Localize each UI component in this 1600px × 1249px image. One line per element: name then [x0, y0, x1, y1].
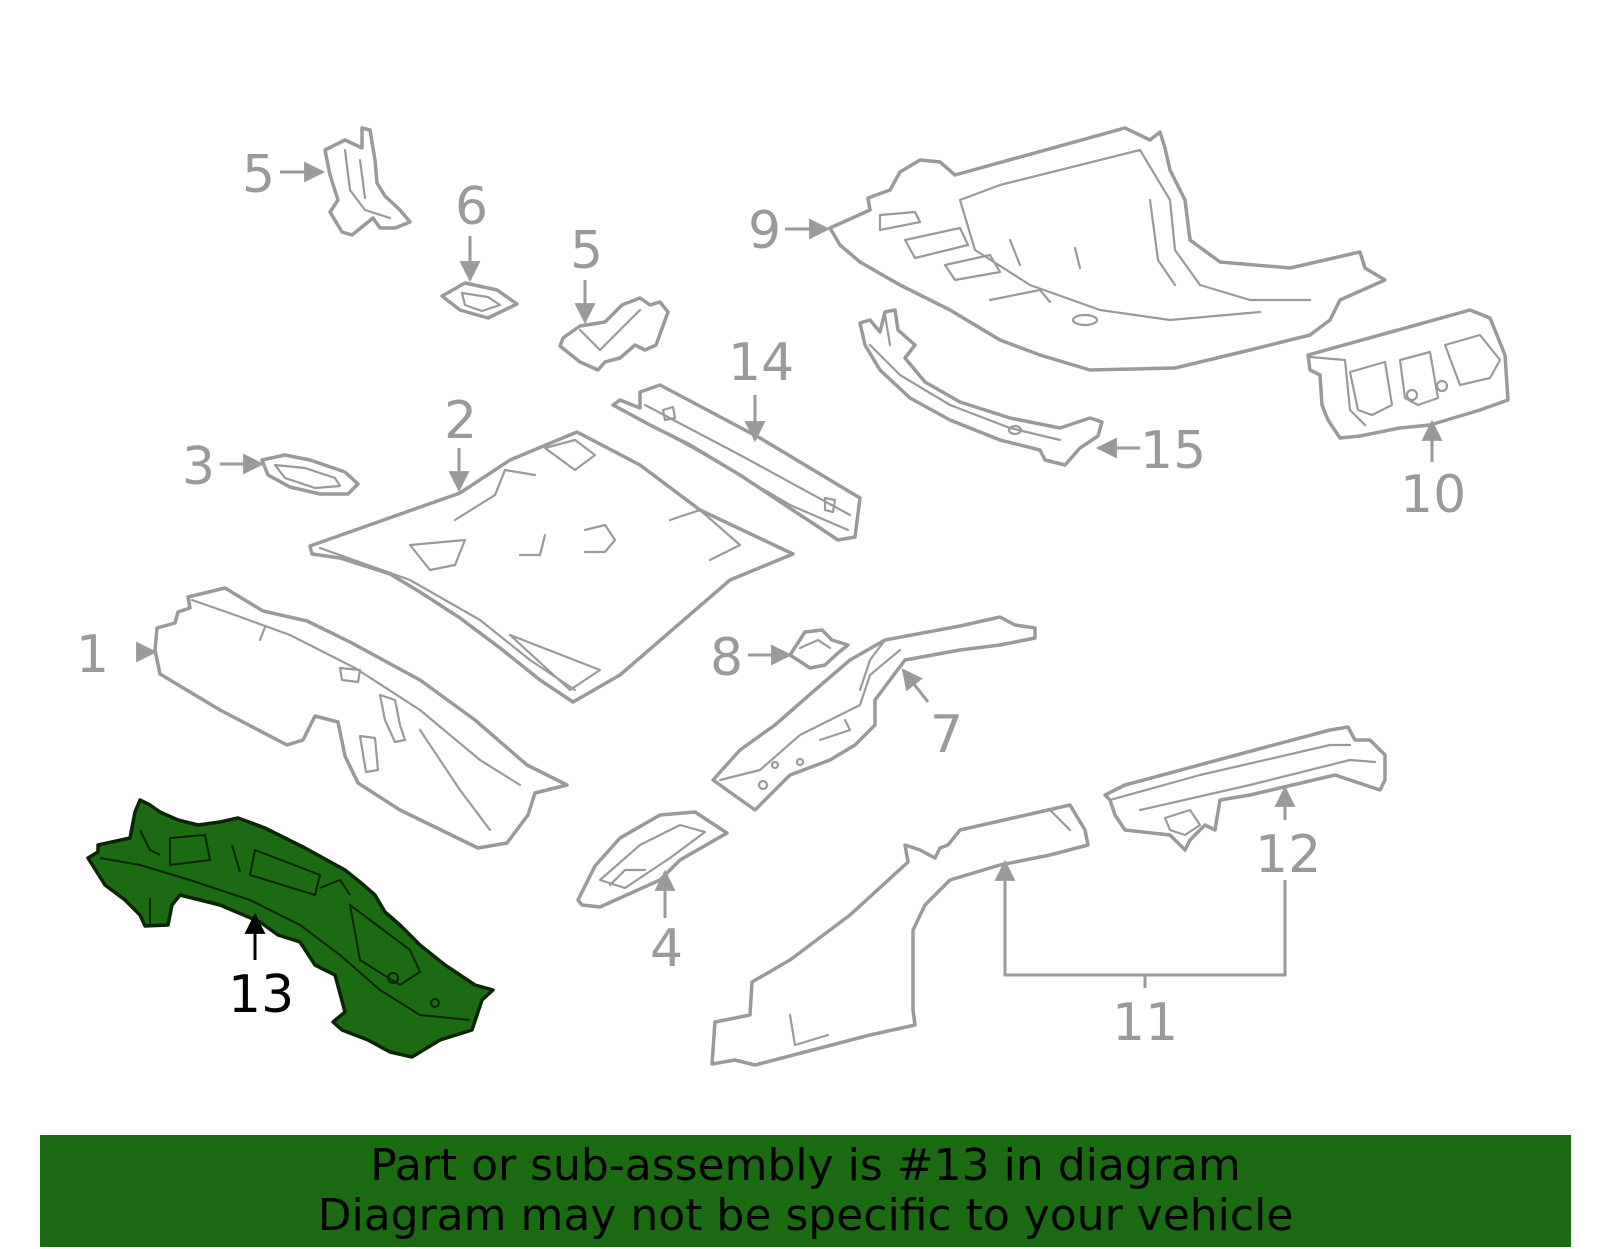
callout-10: 10	[1400, 465, 1466, 525]
banner-line-disclaimer: Diagram may not be specific to your vehi…	[317, 1190, 1294, 1241]
part-2-rear-floor-pan[interactable]	[308, 430, 795, 704]
leader-lines	[136, 161, 1443, 988]
part-4-bracket[interactable]	[576, 810, 729, 909]
callout-8: 8	[710, 628, 743, 688]
callout-3: 3	[182, 437, 215, 497]
callout-13: 13	[228, 965, 294, 1025]
part-1-front-floor-pan[interactable]	[153, 586, 569, 850]
part-8-bracket[interactable]	[788, 628, 850, 670]
part-12-side-member[interactable]	[1103, 725, 1387, 852]
part-13-highlighted-member[interactable]	[86, 798, 495, 1059]
callout-2: 2	[444, 391, 477, 451]
callout-15: 15	[1140, 421, 1206, 481]
part-11-wheelhouse[interactable]	[710, 803, 1090, 1067]
callout-11: 11	[1112, 993, 1178, 1053]
callout-4: 4	[650, 919, 683, 979]
part-6-plate[interactable]	[440, 281, 519, 320]
callout-12: 12	[1255, 825, 1321, 885]
parts-diagram: 1 2 3 4 5 5 6 7 8 9 10 11 12 13 14 15	[76, 126, 1510, 1067]
callout-5-upper: 5	[242, 145, 275, 205]
part-15-crossmember[interactable]	[858, 308, 1104, 467]
part-14-crossmember[interactable]	[611, 383, 862, 542]
callout-6: 6	[455, 177, 488, 237]
callout-14: 14	[728, 333, 794, 393]
callout-5-middle: 5	[570, 221, 603, 281]
part-5-bracket-middle[interactable]	[558, 296, 670, 372]
part-9-rear-floor-pan[interactable]	[828, 126, 1387, 372]
callout-1: 1	[76, 625, 109, 685]
banner-line-part: Part or sub-assembly is #13 in diagram	[370, 1140, 1241, 1191]
part-7-side-member[interactable]	[711, 615, 1037, 812]
callout-labels: 1 2 3 4 5 5 6 7 8 9 10 11 12 13 14 15	[76, 145, 1466, 1053]
part-5-bracket-upper[interactable]	[323, 126, 412, 237]
callout-9: 9	[748, 201, 781, 261]
part-10-rear-panel[interactable]	[1306, 308, 1510, 440]
callout-7: 7	[930, 705, 963, 765]
info-banner: Part or sub-assembly is #13 in diagram D…	[40, 1135, 1571, 1247]
part-3-plug[interactable]	[260, 453, 360, 496]
